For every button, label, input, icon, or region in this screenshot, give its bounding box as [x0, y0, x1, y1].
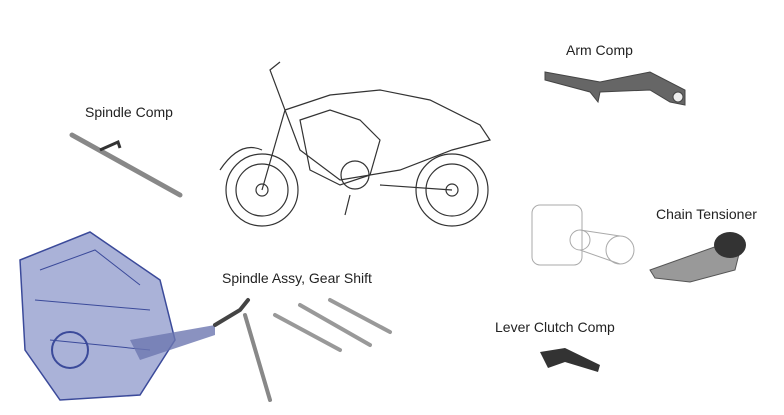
label-arm-comp: Arm Comp [566, 42, 633, 58]
chain-drive-illustration [531, 204, 635, 266]
label-chain-tensioner: Chain Tensioner [656, 206, 757, 222]
label-spindle-assy: Spindle Assy, Gear Shift [222, 270, 372, 286]
motorcycle-illustration [219, 61, 491, 227]
spindle-assy-part [213, 298, 392, 402]
label-lever-clutch: Lever Clutch Comp [495, 319, 615, 335]
lever-clutch-part [540, 348, 600, 372]
chain-tensioner-part [649, 232, 746, 283]
spindle-comp-part [69, 132, 183, 198]
engine-illustration [19, 231, 215, 401]
label-spindle-comp: Spindle Comp [85, 104, 173, 120]
arm-comp-part [544, 71, 686, 106]
